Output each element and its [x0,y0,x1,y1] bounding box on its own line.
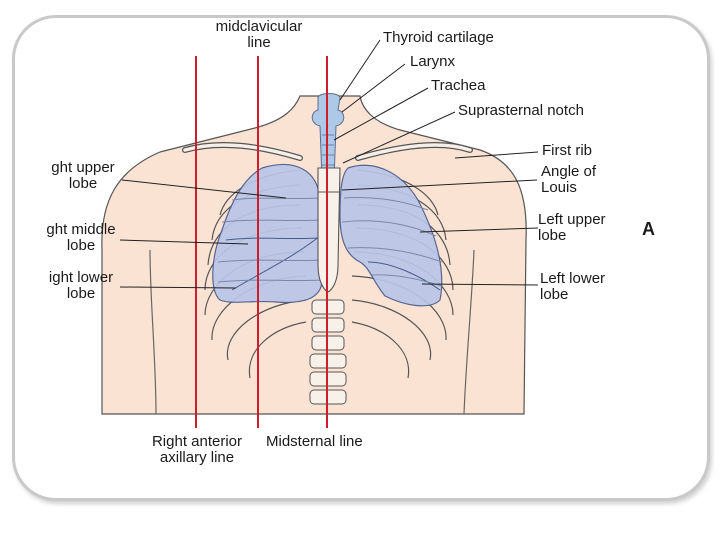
left-arm-line [463,249,475,415]
label-midclavicular-line: midclavicular line [215,18,303,51]
label-angle-of-louis: Angle of Louis [541,163,597,196]
label-larynx: Larynx [410,53,456,70]
label-suprasternal-notch: Suprasternal notch [458,102,584,119]
right-oblique-fissure [231,235,321,291]
right-horizontal-fissure [225,237,319,241]
label-left-upper-lobe: Left upper lobe [538,211,606,244]
label-first-rib: First rib [542,142,592,159]
label-right-lower-lobe: ight lower lobe [48,269,114,302]
label-right-upper-lobe: ght upper lobe [51,159,115,192]
label-right-anterior-axillary-line: Right anterior axillary line [151,433,243,466]
label-trachea: Trachea [431,77,486,94]
leader-lines [119,39,539,289]
panel-letter: A [642,219,655,239]
label-thyroid-cartilage: Thyroid cartilage [383,29,494,46]
left-oblique-fissure [367,261,441,291]
label-midsternal-line: Midsternal line [266,433,363,450]
right-arm-line [149,249,157,415]
sternum [317,167,341,293]
label-right-middle-lobe: ght middle lobe [46,221,116,254]
left-lung [339,164,443,307]
label-left-lower-lobe: Left lower lobe [540,270,606,303]
